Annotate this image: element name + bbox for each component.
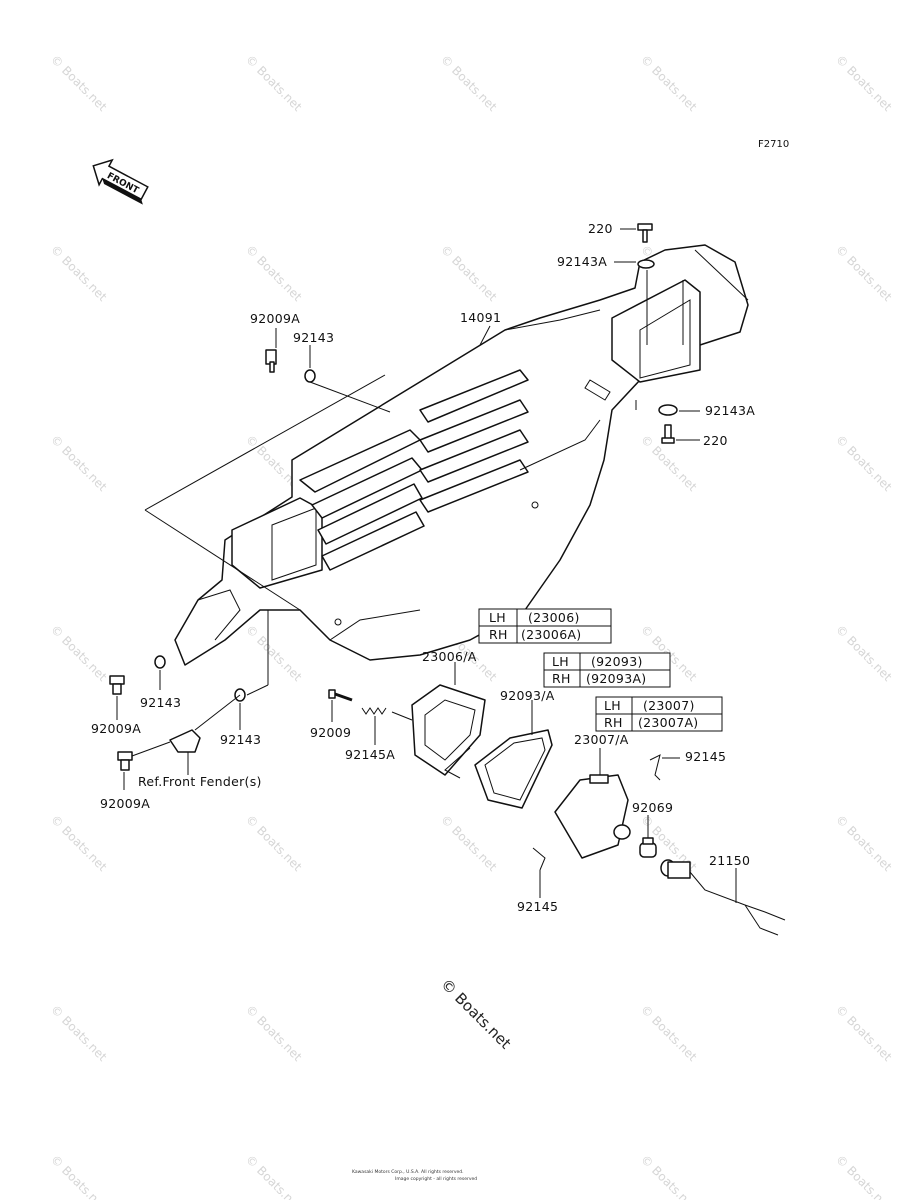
callout-92145: 92145 — [685, 749, 726, 764]
bolt-92009A-bottom — [117, 751, 133, 771]
watermark: © Boats.net — [48, 432, 110, 494]
watermark: © Boats.net — [438, 52, 500, 114]
grille-assembly — [174, 244, 749, 666]
front-arrow-icon: FRONT — [92, 158, 149, 205]
fender-bracket — [169, 729, 201, 753]
watermark: © Boats.net — [48, 242, 110, 304]
watermark: © Boats.net — [833, 1002, 895, 1064]
lamp-housing-23006 — [411, 684, 486, 779]
washer-92143-left — [154, 655, 166, 669]
callout-labels: 220 92143A 92009A 92143 14091 92143A 220… — [91, 221, 755, 914]
watermark: © Boats.net — [48, 1152, 110, 1200]
bulb-92069 — [639, 837, 657, 858]
callout-ref-front-fender: Ref.Front Fender(s) — [138, 774, 262, 789]
callout-21150: 21150 — [709, 853, 750, 868]
watermark: © Boats.net — [638, 1002, 700, 1064]
callout-92143A: 92143A — [557, 254, 607, 269]
washer-92143-top — [304, 369, 316, 383]
watermark: © Boats.net — [438, 242, 500, 304]
callout-92143: 92143 — [293, 330, 334, 345]
table-part: (92093) — [591, 654, 643, 669]
table-side: LH — [489, 610, 506, 625]
watermark: © Boats.net — [243, 242, 305, 304]
callout-92093A: 92093/A — [500, 688, 555, 703]
screw-92009 — [328, 689, 353, 702]
watermark: © Boats.net — [833, 52, 895, 114]
lh-rh-table-92093: LH (92093) RH (92093A) — [543, 652, 671, 688]
bolt-92009A-left — [109, 675, 125, 695]
clip-92145-right — [649, 754, 661, 781]
callout-92145A: 92145A — [345, 747, 395, 762]
table-side: RH — [604, 715, 623, 730]
center-watermark: © Boats.net — [437, 975, 515, 1053]
watermark: © Boats.net — [48, 812, 110, 874]
table-part: (92093A) — [586, 671, 646, 686]
table-side: LH — [552, 654, 569, 669]
table-part: (23006A) — [521, 627, 581, 642]
lamp-rim-92093 — [474, 729, 553, 809]
watermark: © Boats.net — [48, 1002, 110, 1064]
table-part: (23007A) — [638, 715, 698, 730]
callout-92143: 92143 — [140, 695, 181, 710]
watermark: © Boats.net — [243, 1002, 305, 1064]
watermark: © Boats.net — [833, 622, 895, 684]
callout-23007A: 23007/A — [574, 732, 629, 747]
lh-rh-table-23007: LH (23007) RH (23007A) — [595, 696, 723, 732]
callout-92009A: 92009A — [250, 311, 300, 326]
table-side: RH — [552, 671, 571, 686]
lh-rh-table-23006: LH (23006) RH (23006A) — [478, 608, 612, 644]
table-side: LH — [604, 698, 621, 713]
leader-lines — [116, 228, 737, 903]
watermark: © Boats.net — [833, 432, 895, 494]
callout-92009A: 92009A — [91, 721, 141, 736]
table-part: (23006) — [528, 610, 580, 625]
callout-92145: 92145 — [517, 899, 558, 914]
bolt-220-top — [637, 223, 653, 243]
watermark: © Boats.net — [48, 622, 110, 684]
watermark: © Boats.net — [638, 1152, 700, 1200]
table-side: RH — [489, 627, 508, 642]
callout-92009A: 92009A — [100, 796, 150, 811]
callout-220: 220 — [588, 221, 613, 236]
spring-92145A — [361, 707, 387, 715]
table-part: (23007) — [643, 698, 695, 713]
callout-92143A: 92143A — [705, 403, 755, 418]
washer-92143A-top — [637, 259, 655, 269]
washer-92143A-bottom — [658, 404, 678, 416]
callout-23006A: 23006/A — [422, 649, 477, 664]
watermark: © Boats.net — [243, 622, 305, 684]
clip-92145-bottom — [532, 847, 546, 871]
bolt-92009A-top — [265, 349, 277, 373]
socket-21150 — [660, 859, 786, 936]
watermark: © Boats.net — [638, 52, 700, 114]
copyright-line: Kawasaki Motors Corp., U.S.A. All rights… — [352, 1169, 464, 1175]
callout-92009: 92009 — [310, 725, 351, 740]
watermark: © Boats.net — [243, 812, 305, 874]
watermark: © Boats.net — [833, 812, 895, 874]
watermark: © Boats.net — [243, 1152, 305, 1200]
lamp-unit-23007 — [554, 774, 631, 859]
bolt-220-bottom — [661, 424, 675, 444]
watermark: © Boats.net — [438, 812, 500, 874]
callout-14091: 14091 — [460, 310, 501, 325]
callout-92143: 92143 — [220, 732, 261, 747]
callout-220: 220 — [703, 433, 728, 448]
watermark: © Boats.net — [833, 1152, 895, 1200]
watermark: © Boats.net — [833, 242, 895, 304]
callout-92069: 92069 — [632, 800, 673, 815]
figure-code: F2710 — [758, 139, 789, 150]
copyright-line: Image copyright - all rights reserved — [395, 1176, 477, 1182]
watermark: © Boats.net — [243, 52, 305, 114]
watermark: © Boats.net — [48, 52, 110, 114]
